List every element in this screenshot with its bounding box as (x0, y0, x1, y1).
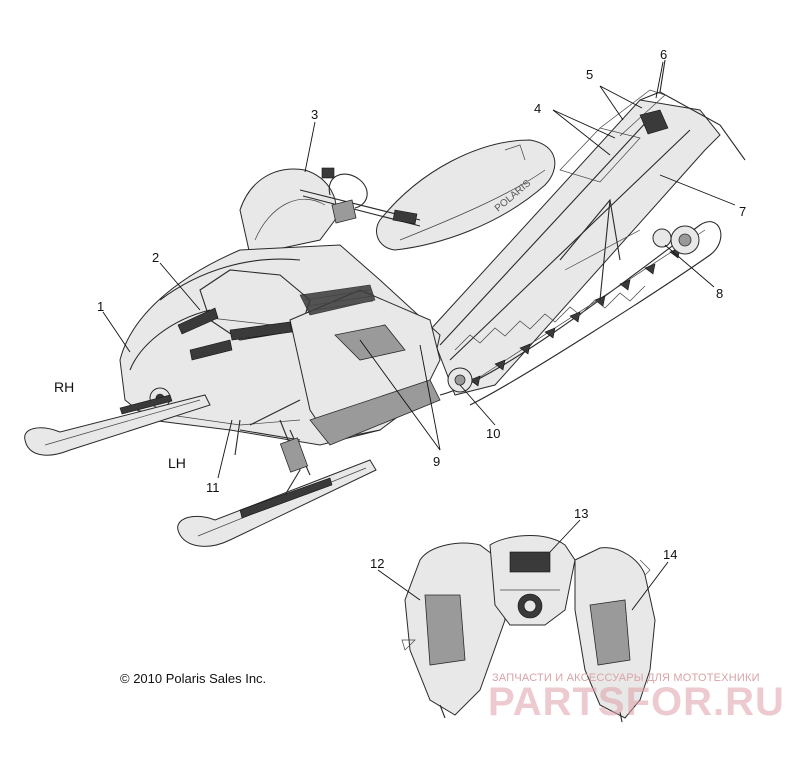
callout-5: 5 (586, 67, 593, 82)
callout-4: 4 (534, 101, 541, 116)
callout-7: 7 (739, 204, 746, 219)
tunnel-assembly (429, 59, 746, 406)
side-label-right: RH (54, 379, 74, 395)
ski-right (24, 394, 211, 456)
callout-8: 8 (716, 286, 723, 301)
watermark-tagline: ЗАПЧАСТИ И АКСЕССУАРЫ ДЛЯ МОТОТЕХНИКИ (492, 672, 760, 684)
callout-1: 1 (97, 299, 104, 314)
handlebar (299, 167, 421, 227)
leader-lines (102, 61, 736, 479)
snowmobile-illustration: POLARIS (24, 59, 746, 547)
side-label-left: LH (168, 455, 186, 471)
watermark: ЗАПЧАСТИ И АКСЕССУАРЫ ДЛЯ МОТОТЕХНИКИ PA… (488, 672, 785, 724)
callout-3: 3 (311, 107, 318, 122)
callout-6: 6 (660, 47, 667, 62)
seat: POLARIS (376, 139, 556, 251)
callout-10: 10 (486, 426, 500, 441)
callout-2: 2 (152, 250, 159, 265)
hood-body (119, 244, 441, 446)
callout-13: 13 (574, 506, 588, 521)
ski-left (177, 459, 377, 547)
windshield (239, 168, 337, 256)
callout-9: 9 (433, 454, 440, 469)
callout-14: 14 (663, 547, 677, 562)
callout-11: 11 (206, 480, 220, 495)
callout-labels: 1 2 3 4 5 6 7 8 9 10 11 12 13 14 (97, 47, 746, 571)
watermark-logo: PARTSFOR.RU (488, 680, 785, 724)
front-suspension (234, 399, 311, 496)
vent-grille-pattern (304, 289, 374, 312)
side-panels-illustration (377, 519, 669, 723)
copyright-text: © 2010 Polaris Sales Inc. (120, 671, 266, 686)
callout-12: 12 (370, 556, 384, 571)
